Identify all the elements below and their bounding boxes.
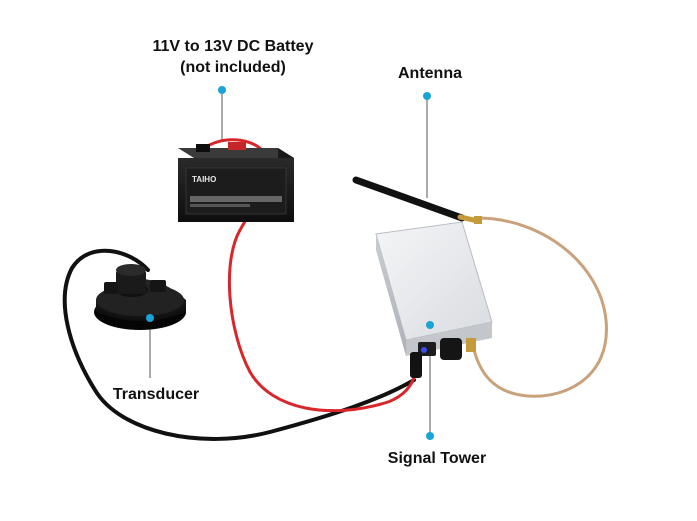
battery: TAIHO bbox=[178, 142, 294, 222]
signal-tower-box bbox=[375, 221, 493, 378]
battery-label-line1: 11V to 13V DC Battey bbox=[152, 38, 314, 55]
transducer-label: Transducer bbox=[112, 386, 200, 403]
transducer-callout-dot bbox=[146, 314, 154, 322]
battery-callout-dot bbox=[218, 86, 226, 94]
transducer bbox=[94, 264, 186, 330]
transducer-cable bbox=[62, 248, 416, 441]
battery-label: 11V to 13V DC Battey (not included) bbox=[128, 36, 338, 78]
callout-dots bbox=[146, 86, 434, 440]
signal-tower-callout-dot bbox=[426, 321, 434, 329]
signal-tower-label: Signal Tower bbox=[387, 450, 487, 467]
coax-cable bbox=[472, 216, 608, 398]
antenna bbox=[352, 176, 482, 224]
antenna-callout-dot bbox=[423, 92, 431, 100]
battery-label-line2: (not included) bbox=[180, 59, 286, 76]
signal-tower-lower-dot bbox=[426, 432, 434, 440]
antenna-label: Antenna bbox=[398, 65, 462, 82]
battery-brand-label: TAIHO bbox=[192, 175, 216, 184]
